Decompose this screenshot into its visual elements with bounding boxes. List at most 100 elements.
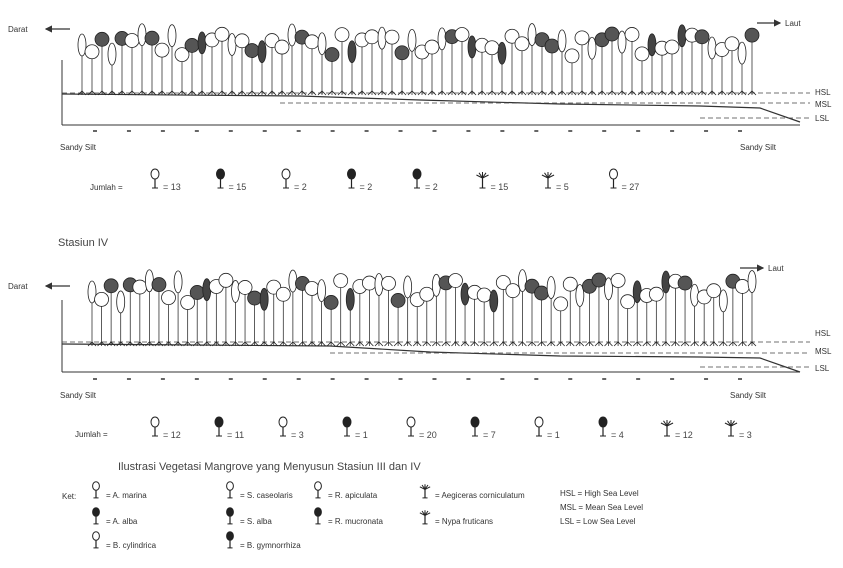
top-tree <box>245 44 259 95</box>
bottom-tree <box>181 295 195 346</box>
a-alba-icon <box>93 508 100 524</box>
laut-label-top: Laut <box>785 19 801 28</box>
top-tree <box>745 28 759 95</box>
legend-item-label: = Nypa fruticans <box>435 517 493 526</box>
bottom-tree <box>448 274 462 346</box>
legend-item-label: = A. marina <box>106 491 147 500</box>
bottom-tree <box>735 279 749 346</box>
bottom-tree <box>707 284 721 346</box>
species-count-value: = 20 <box>419 430 437 440</box>
species-count: = 20 <box>407 417 437 440</box>
species-count-value: = 5 <box>556 182 569 192</box>
top-tree <box>715 43 729 95</box>
tick-mark <box>365 130 369 132</box>
tick-mark <box>127 378 131 380</box>
tick-mark <box>466 378 470 380</box>
species-count: = 15 <box>476 172 508 192</box>
top-tree <box>565 49 579 95</box>
aegiceras-icon <box>661 420 673 436</box>
count-row-top: = 13= 15= 2= 2= 2= 15= 5= 27 <box>151 169 639 192</box>
bottom-tree <box>554 297 568 346</box>
species-count-value: = 13 <box>163 182 181 192</box>
tick-mark <box>399 378 403 380</box>
species-count-value: = 12 <box>163 430 181 440</box>
species-count: = 5 <box>542 172 569 192</box>
top-tree <box>558 30 566 95</box>
aegiceras-icon <box>476 172 488 188</box>
a-marina-icon <box>151 417 159 436</box>
bottom-tree <box>592 273 606 346</box>
aegiceras-icon <box>420 484 430 498</box>
legend-lsl: LSL = Low Sea Level <box>560 517 636 526</box>
tick-mark <box>534 130 538 132</box>
bottom-tree <box>611 273 625 346</box>
r-apiculata-icon <box>315 482 322 498</box>
top-tree <box>155 43 169 95</box>
species-count: = 2 <box>348 169 373 192</box>
species-count: = 27 <box>610 169 640 192</box>
top-tree <box>305 35 319 95</box>
species-count: = 15 <box>217 169 247 192</box>
top-tree <box>425 40 439 95</box>
profile-bottom: Stasiun IV Darat Laut HSL MSL LSL Sandy … <box>8 237 832 440</box>
top-tree <box>605 27 619 95</box>
top-tree <box>708 37 716 95</box>
bottom-tree <box>506 284 520 346</box>
species-count: = 3 <box>725 420 752 440</box>
b-gymnorrhiza-icon <box>343 417 351 436</box>
bottom-tree <box>547 277 555 346</box>
top-tree <box>355 33 369 95</box>
species-count-value: = 15 <box>491 182 509 192</box>
tick-mark <box>500 378 504 380</box>
top-tree <box>588 37 596 95</box>
top-tree <box>125 33 139 95</box>
bottom-tree <box>162 291 176 346</box>
bottom-tree <box>174 271 182 346</box>
bottom-tree <box>305 282 319 346</box>
bottom-tree <box>748 271 756 346</box>
r-mucronata-icon <box>348 169 356 188</box>
bottom-tree <box>649 287 663 346</box>
bottom-tree <box>719 290 727 346</box>
bottom-tree <box>238 280 252 346</box>
tick-mark <box>704 130 708 132</box>
count-row-bottom: = 12= 11= 3= 1= 20= 7= 1= 4= 12= 3 <box>151 417 752 440</box>
hsl-label-top: HSL <box>815 88 831 97</box>
species-count-value: = 12 <box>675 430 693 440</box>
jumlah-label-top: Jumlah = <box>90 183 123 192</box>
legend: = A. marina= A. alba= B. cylindrica= S. … <box>93 482 525 550</box>
species-count: = 12 <box>661 420 693 440</box>
legend-item: = R. mucronata <box>315 508 384 526</box>
legend-item: = B. cylindrica <box>93 532 157 550</box>
top-tree <box>635 47 649 95</box>
top-tree <box>175 48 189 95</box>
tick-mark <box>365 378 369 380</box>
bottom-tree <box>95 292 109 346</box>
bottom-tree <box>145 270 153 346</box>
darat-label-top: Darat <box>8 25 28 34</box>
legend-item: = A. marina <box>93 482 148 500</box>
r-apiculata-icon <box>282 169 290 188</box>
top-tree <box>95 32 109 95</box>
top-tree <box>395 46 409 95</box>
legend-msl: MSL = Mean Sea Level <box>560 503 643 512</box>
s-alba-icon <box>599 417 607 436</box>
b-gymnorrhiza-icon <box>227 532 234 548</box>
species-count-value: = 1 <box>355 430 368 440</box>
species-count-value: = 11 <box>227 430 244 440</box>
bottom-tree <box>334 274 348 346</box>
r-mucronata-icon <box>315 508 322 524</box>
bottom-tree <box>518 270 526 346</box>
top-tree <box>515 37 529 95</box>
bottom-tree <box>248 291 262 346</box>
bottom-tree <box>318 280 326 346</box>
tick-row-top <box>93 130 742 132</box>
tick-mark <box>738 130 742 132</box>
legend-item-label: = R. apiculata <box>328 491 378 500</box>
species-count: = 3 <box>279 417 304 440</box>
top-tree <box>595 33 609 95</box>
top-tree <box>205 33 219 95</box>
tick-mark <box>432 378 436 380</box>
species-count: = 2 <box>282 169 307 192</box>
top-tree <box>215 27 229 95</box>
